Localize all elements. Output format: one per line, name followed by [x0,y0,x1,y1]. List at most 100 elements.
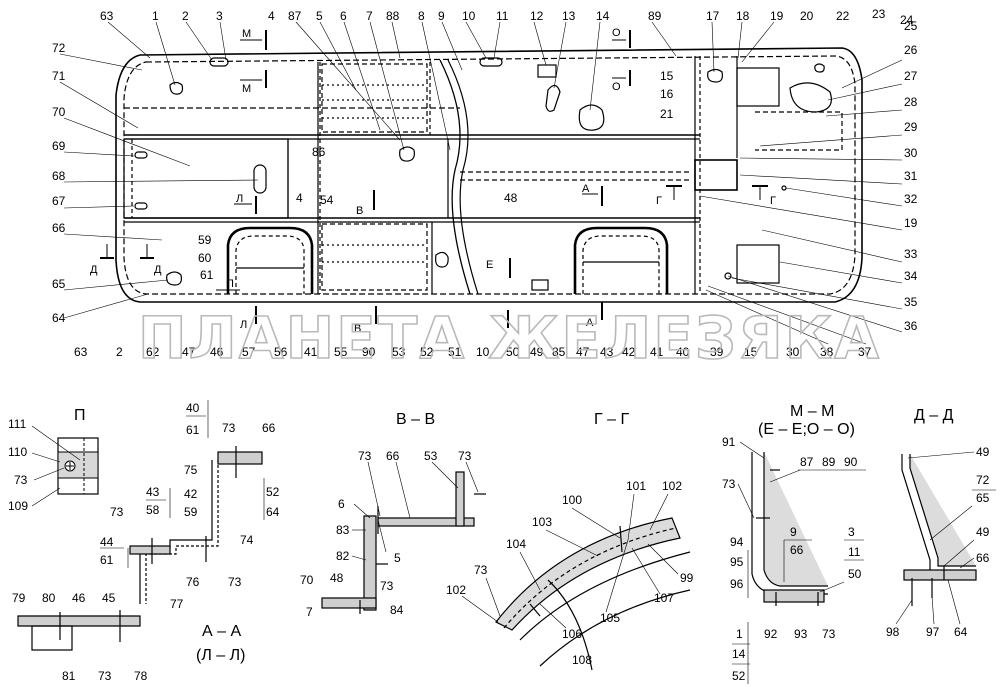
inner-callouts: 15 16 21 86 54 4 48 59 60 61 [198,69,674,282]
callout: 40 [676,345,690,359]
callout: 3 [216,9,223,23]
detail-mm-subtitle: (Е – Е;О – О) [758,421,855,438]
callout: 24 [900,13,914,27]
callout: 5 [316,9,323,23]
left-callouts: 72 71 70 69 68 67 66 65 64 [52,41,66,325]
callout: 64 [954,625,968,639]
callout: 63 [74,345,88,359]
callout: 36 [904,319,918,333]
callout: 10 [476,345,490,359]
callout: 80 [42,591,56,605]
callout: 71 [52,69,66,83]
callout: 45 [102,591,116,605]
detail-mm: М – М (Е – Е;О – О) 91 87 89 90 73 9 66 … [722,403,866,684]
callout: 52 [266,485,280,499]
callout: 39 [710,345,724,359]
callout: 46 [210,345,224,359]
callout: 3 [848,525,855,539]
callout: 60 [198,251,212,265]
callout: 56 [274,345,288,359]
callout: 9 [438,9,445,23]
mark-v2: В [354,323,361,335]
callout: 73 [722,477,736,491]
wheel-arch-front [226,226,314,294]
callout: 69 [52,139,66,153]
section-markers [100,30,768,328]
callout: 73 [822,627,836,641]
mark-e1: Е [486,259,493,271]
callout: 41 [650,345,664,359]
callout: 82 [336,549,350,563]
leader-lines [59,21,903,345]
callout: 50 [848,567,862,581]
callout: 10 [462,9,476,23]
callout: 106 [562,627,582,641]
callout: 46 [72,591,86,605]
callout: 55 [334,345,348,359]
callout: 66 [52,221,66,235]
callout: 89 [822,455,836,469]
callout: 27 [904,69,918,83]
callout: 73 [358,449,372,463]
callout: 48 [330,571,344,585]
callout: 87 [800,455,814,469]
body-inner-outline [123,55,856,295]
callout: 59 [184,505,198,519]
callout: 38 [820,345,834,359]
callout: 28 [904,95,918,109]
callout: 50 [506,345,520,359]
callout: 48 [504,191,518,205]
watermark: ПЛАНЕТА ЖЕЛЕЗЯКА [138,304,881,372]
callout: 47 [576,345,590,359]
mark-g1: Г [656,195,662,207]
detail-gg-title: Г – Г [594,411,629,428]
mark-a2: А [586,317,594,329]
callout: 66 [976,551,990,565]
bottom-callouts: 63 2 62 47 46 57 56 41 55 90 53 52 51 10… [74,345,872,359]
callout: 8 [418,9,425,23]
callout: 11 [848,545,861,559]
callout: 58 [146,503,160,517]
callout: 4 [268,9,275,23]
callout: 90 [844,455,858,469]
callout: 111 [8,417,27,431]
top-callouts: 63 1 2 3 4 87 5 6 7 88 8 9 10 11 12 13 1… [100,7,914,27]
callout: 52 [732,669,746,683]
mark-d1: Д [90,264,98,276]
callout: 18 [736,9,750,23]
callout: 103 [532,515,552,529]
callout: 43 [600,345,614,359]
callout: 62 [146,345,160,359]
callout: 49 [976,445,990,459]
callout: 61 [100,553,114,567]
mark-d2: Д [154,264,162,276]
callout: 12 [530,9,544,23]
callout: 49 [530,345,544,359]
callout: 34 [904,269,918,283]
mark-v1: В [356,205,363,217]
callout: 31 [904,169,918,183]
callout: 49 [976,525,990,539]
callout: 76 [186,575,200,589]
callout: 47 [182,345,196,359]
callout: 83 [336,523,350,537]
detail-dd: Д – Д 49 72 65 49 66 98 97 64 [886,407,996,639]
mark-l1: Л [236,193,243,205]
callout: 19 [770,9,784,23]
callout: 51 [448,345,462,359]
detail-aa-subtitle: (Л – Л) [196,647,245,664]
callout: 102 [446,583,466,597]
mark-o1: О [612,27,621,39]
detail-gg: Г – Г 100 101 102 103 104 73 102 105 107… [446,411,694,671]
callout: 68 [52,169,66,183]
callout: 91 [722,435,736,449]
callout: 102 [662,479,682,493]
callout: 70 [52,105,66,119]
mark-a1: А [582,183,590,195]
callout: 20 [800,9,814,23]
callout: 73 [222,421,236,435]
callout: 98 [886,625,900,639]
callout: 84 [390,603,404,617]
